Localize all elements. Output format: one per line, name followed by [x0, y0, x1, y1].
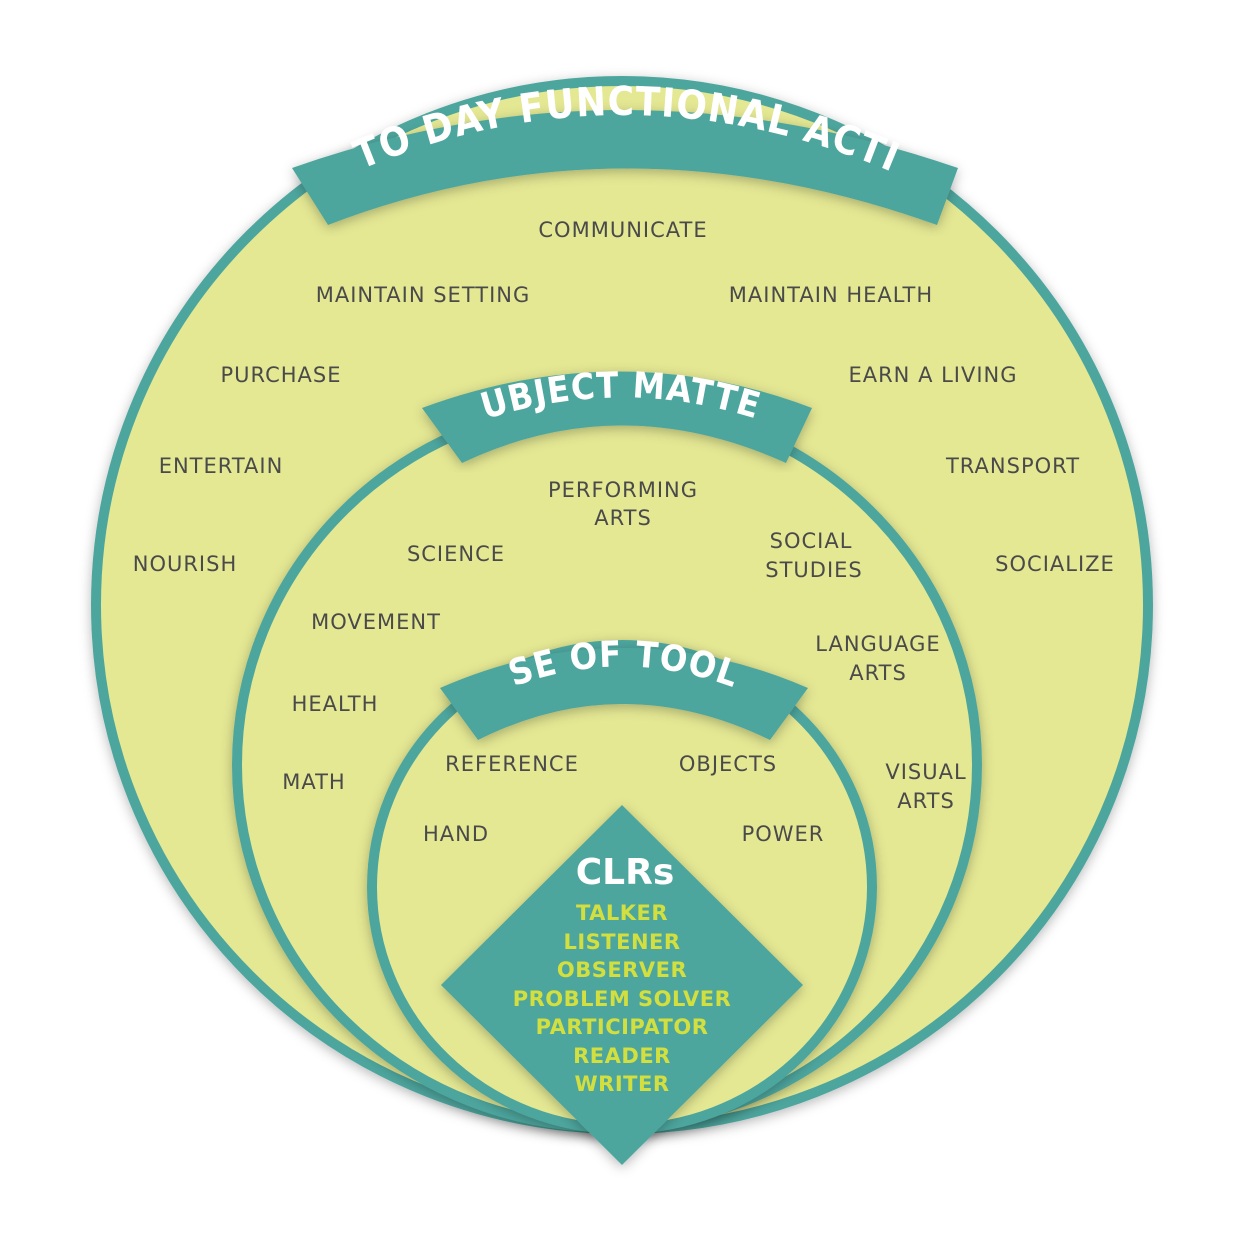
- clrs-diamond: [441, 805, 803, 1165]
- middle-item: MATH: [282, 770, 345, 794]
- middle-item: ARTS: [594, 506, 652, 530]
- middle-item: LANGUAGE: [815, 632, 940, 656]
- outer-banner: [292, 110, 958, 225]
- outer-item: EARN A LIVING: [848, 363, 1017, 387]
- inner-item: HAND: [423, 822, 489, 846]
- clr-item: TALKER: [576, 901, 668, 925]
- clr-item: WRITER: [575, 1072, 670, 1096]
- clrs-title: CLRs: [576, 852, 675, 893]
- inner-item: POWER: [742, 822, 825, 846]
- middle-item: SCIENCE: [407, 542, 505, 566]
- clr-item: PARTICIPATOR: [536, 1015, 709, 1039]
- clr-item: OBSERVER: [557, 958, 687, 982]
- inner-item: REFERENCE: [445, 752, 579, 776]
- clrs-items: TALKER LISTENER OBSERVER PROBLEM SOLVER …: [513, 901, 732, 1096]
- clr-item: READER: [573, 1044, 671, 1068]
- outer-item: MAINTAIN SETTING: [316, 283, 531, 307]
- outer-item: PURCHASE: [221, 363, 342, 387]
- middle-item: ARTS: [897, 789, 955, 813]
- middle-item: SOCIAL: [770, 529, 853, 553]
- middle-item: ARTS: [849, 661, 907, 685]
- middle-item: VISUAL: [885, 760, 966, 784]
- middle-item: STUDIES: [765, 558, 863, 582]
- outer-item: SOCIALIZE: [995, 552, 1115, 576]
- middle-item: PERFORMING: [548, 478, 698, 502]
- outer-item: COMMUNICATE: [538, 218, 707, 242]
- outer-item: TRANSPORT: [945, 454, 1080, 478]
- outer-item: ENTERTAIN: [159, 454, 284, 478]
- inner-item: OBJECTS: [679, 752, 777, 776]
- outer-items: COMMUNICATE MAINTAIN SETTING MAINTAIN HE…: [133, 218, 1115, 576]
- outer-item: NOURISH: [133, 552, 238, 576]
- middle-item: HEALTH: [292, 692, 379, 716]
- middle-items: PERFORMING ARTS SCIENCE SOCIAL STUDIES M…: [282, 478, 966, 813]
- clr-item: LISTENER: [563, 930, 680, 954]
- inner-banner: [440, 648, 808, 740]
- clr-item: PROBLEM SOLVER: [513, 987, 732, 1011]
- inner-items: REFERENCE OBJECTS HAND POWER: [423, 752, 825, 846]
- middle-banner: [422, 371, 812, 463]
- outer-item: MAINTAIN HEALTH: [729, 283, 933, 307]
- middle-item: MOVEMENT: [311, 610, 441, 634]
